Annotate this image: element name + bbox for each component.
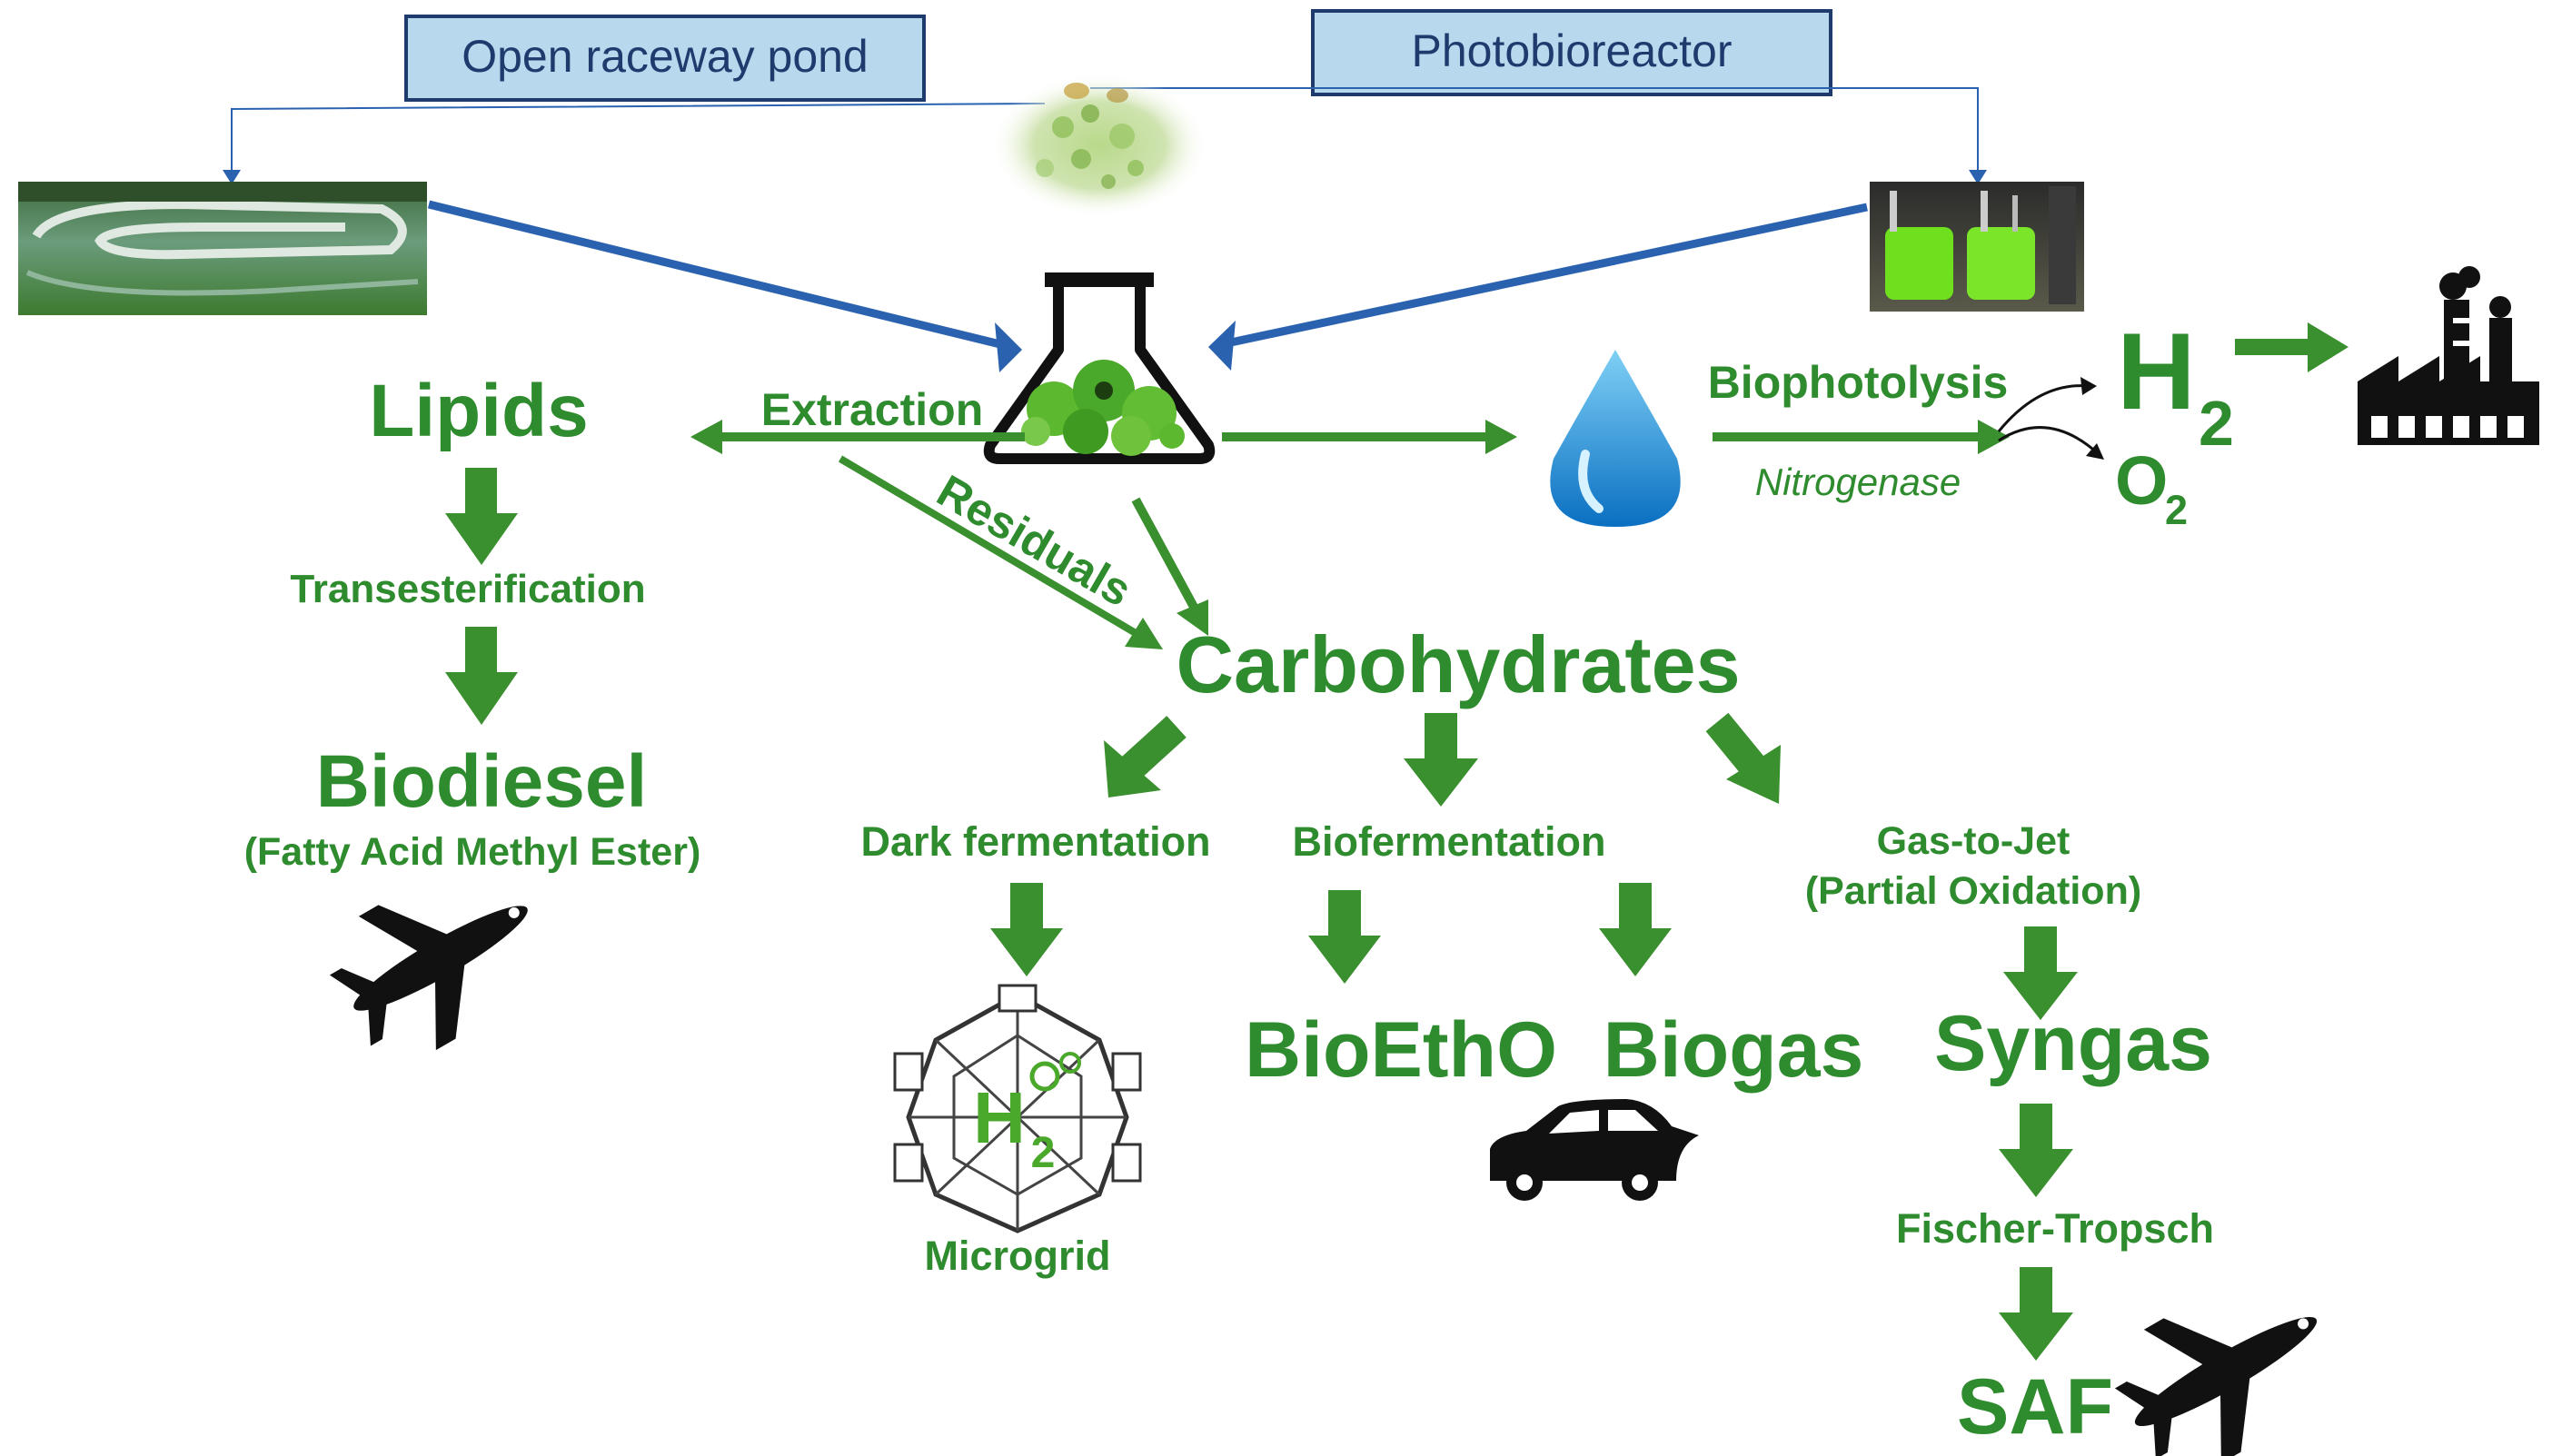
microgrid-icon: H 2 — [893, 984, 1142, 1233]
arrow-syngas-down — [1999, 1104, 2073, 1197]
arrow-carb-to-dark — [1104, 716, 1187, 797]
arrow-lipids-down — [445, 468, 518, 565]
arrow-extraction — [690, 420, 1025, 454]
arrow-gastojet-down — [2003, 926, 2078, 1020]
transesterification-label: Transesterification — [290, 567, 645, 611]
arrow-carb-to-gastojet — [1705, 712, 1781, 804]
biophotolysis-label: Biophotolysis — [1708, 357, 2009, 408]
connector-arrowhead-right — [1969, 170, 1987, 184]
lipids-label: Lipids — [369, 370, 588, 452]
factory-icon — [2358, 266, 2539, 445]
connector-arrowhead-left — [223, 170, 241, 184]
h2-label: H — [2117, 311, 2196, 432]
syngas-label: Syngas — [1934, 1000, 2212, 1087]
bioetho-label: BioEthO — [1245, 1006, 1557, 1094]
car-icon — [1490, 1099, 1699, 1201]
partial-oxidation-label: (Partial Oxidation) — [1805, 869, 2141, 913]
arrow-carb-to-biofermentation — [1404, 713, 1478, 807]
arrow-flask-to-water — [1222, 420, 1517, 454]
photobioreactor-label: Photobioreactor — [1411, 25, 1732, 76]
algae-cells-icon — [990, 73, 1208, 218]
arrow-biophotolysis — [1713, 420, 2010, 454]
arrow-bioferm-left-down — [1308, 890, 1381, 984]
residuals-label: Residuals — [928, 465, 1140, 617]
split-arrowhead-top — [2080, 377, 2097, 395]
bioreactor-photo — [1870, 182, 2084, 312]
airplane-icon — [329, 905, 528, 1051]
split-arrowhead-bottom — [2086, 443, 2104, 460]
blue-arrow-reactor-to-flask — [1208, 203, 1868, 371]
saf-label: SAF — [1957, 1363, 2113, 1451]
arrow-h2-to-factory — [2235, 322, 2348, 372]
svg-text:H: H — [973, 1077, 1026, 1158]
arrow-bioferm-right-down — [1599, 883, 1672, 976]
fischer-tropsch-label: Fischer-Tropsch — [1896, 1205, 2214, 1252]
pond-photo — [18, 182, 427, 315]
arrow-dark-down — [990, 883, 1063, 976]
gas-to-jet-label: Gas-to-Jet — [1877, 819, 2070, 863]
h2-subscript: 2 — [2199, 388, 2234, 459]
o2-subscript: 2 — [2165, 487, 2188, 533]
arrow-residuals — [838, 455, 1163, 649]
fame-label: (Fatty Acid Methyl Ester) — [244, 830, 701, 874]
nitrogenase-label: Nitrogenase — [1755, 461, 1961, 503]
biodiesel-label: Biodiesel — [316, 740, 648, 823]
microgrid-label: Microgrid — [924, 1233, 1110, 1279]
blue-arrow-pond-to-flask — [427, 200, 1022, 372]
o2-label: O — [2115, 442, 2168, 519]
carbohydrates-label: Carbohydrates — [1176, 619, 1740, 709]
split-arrows — [1997, 384, 2100, 456]
extraction-label: Extraction — [761, 384, 984, 435]
connector-lines — [231, 87, 1979, 177]
arrow-flask-to-carbohydrates — [1131, 497, 1208, 636]
flask-icon — [983, 272, 1216, 464]
biofermentation-label: Biofermentation — [1292, 818, 1605, 865]
open-pond-label: Open raceway pond — [462, 31, 869, 82]
water-drop-icon — [1550, 350, 1681, 527]
arrow-transesterification-down — [445, 627, 518, 725]
svg-text:2: 2 — [1031, 1129, 1056, 1177]
arrow-ft-down — [1999, 1267, 2073, 1361]
dark-fermentation-label: Dark fermentation — [860, 818, 1210, 865]
photobioreactor-box: Photobioreactor — [1311, 9, 1832, 96]
open-pond-box: Open raceway pond — [404, 15, 926, 102]
biogas-label: Biogas — [1604, 1006, 1864, 1094]
airplane-icon-saf — [2114, 1316, 2318, 1456]
